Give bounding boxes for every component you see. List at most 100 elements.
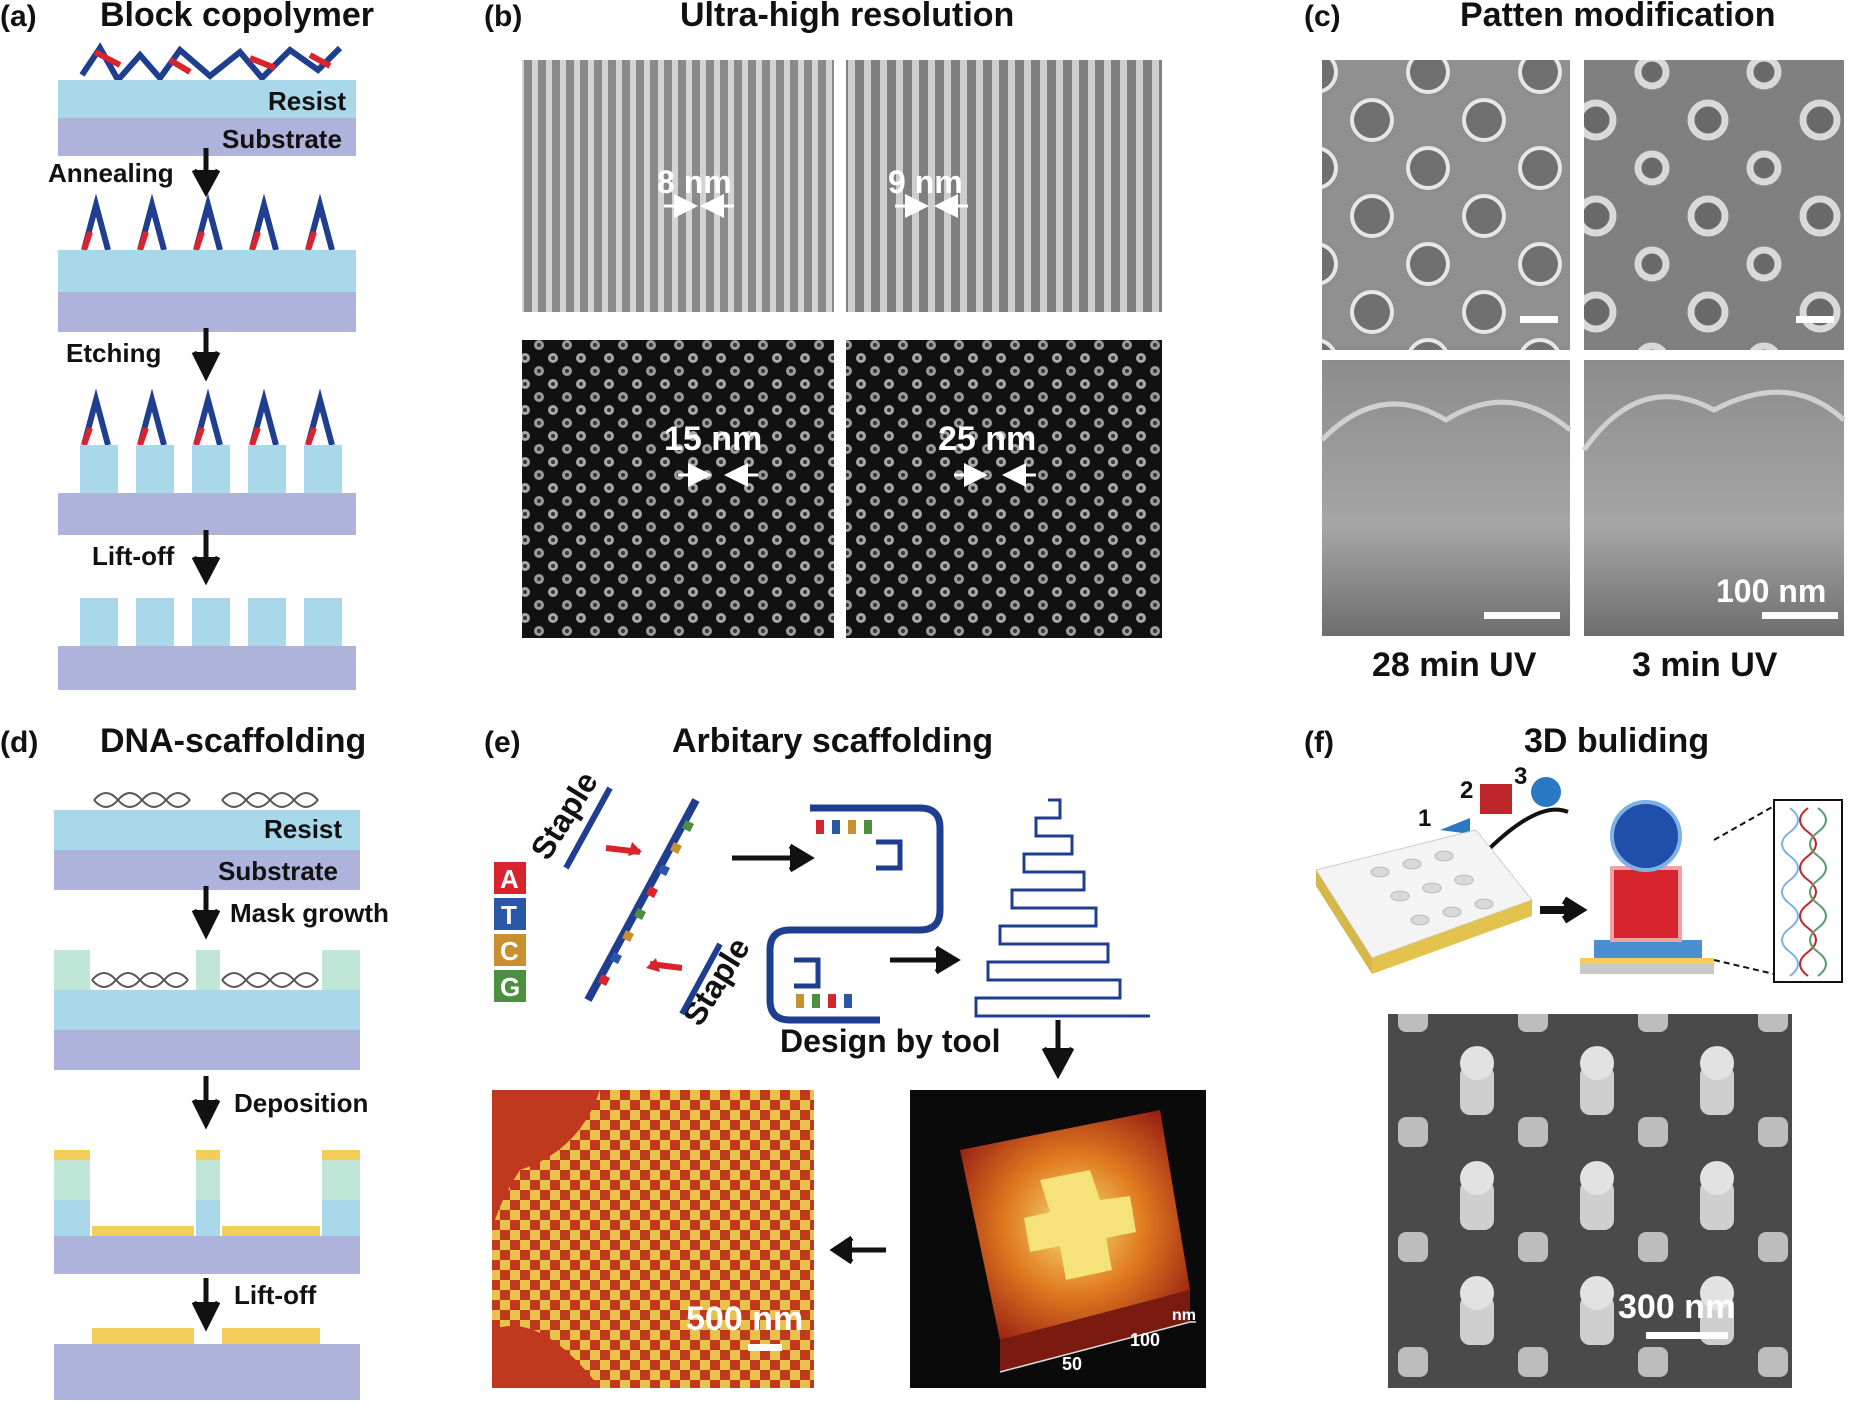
base-t: T <box>501 900 517 930</box>
triangle-design <box>974 798 1150 1018</box>
panel-e: (e) Arbitary scaffolding A T C G Staple … <box>484 722 1206 1388</box>
scale-500nm: 500 nm <box>686 1300 803 1338</box>
resist-layer <box>58 80 356 118</box>
afm-axis-unit: nm <box>1172 1307 1196 1324</box>
resist-layer-2 <box>54 990 360 1030</box>
panel-b-letter: (b) <box>484 0 522 33</box>
assembled-cube <box>1610 866 1682 942</box>
sem-dots-15nm <box>522 340 834 638</box>
panel-d: (d) DNA-scaffolding Resist Substrate Mas… <box>0 722 389 1400</box>
sem-rings-28min <box>1322 60 1570 350</box>
substrate-label: Substrate <box>218 856 338 886</box>
curved-arrow-icon <box>1488 807 1569 850</box>
dna-strands <box>91 972 319 988</box>
step-1: 1 <box>1418 805 1431 832</box>
measure-9nm: 9 nm <box>888 164 963 200</box>
polymer-chains <box>79 42 343 86</box>
base-legend: A T C G <box>494 862 526 1002</box>
triangle-block-icon <box>1440 818 1470 834</box>
resist-label: Resist <box>268 86 346 116</box>
afm-tick-100: 100 <box>1130 1330 1160 1350</box>
deposited-stack <box>54 1150 360 1274</box>
panel-b: (b) Ultra-high resolution 8 nm 9 nm 15 n… <box>484 0 1162 638</box>
step-3: 3 <box>1514 763 1527 790</box>
down-arrow-icon <box>191 328 221 382</box>
sem-cross-section-28min <box>1322 360 1570 636</box>
base-a: A <box>500 864 519 894</box>
step-deposition: Deposition <box>234 1088 368 1118</box>
scaffold-fold <box>766 804 944 1024</box>
panel-e-title: Arbitary scaffolding <box>672 722 993 760</box>
down-arrow-icon <box>1041 1020 1075 1080</box>
dna-strands <box>93 792 319 808</box>
panel-c: (c) Patten modification 100 nm 28 min UV… <box>1304 0 1846 684</box>
scale-bar <box>1796 316 1834 323</box>
etched-chains <box>81 388 335 446</box>
panel-c-letter: (c) <box>1304 0 1341 33</box>
panel-a: (a) Block copolymer Resist Substrate Ann… <box>0 0 374 690</box>
left-arrow-icon <box>829 1235 886 1265</box>
panel-b-title: Ultra-high resolution <box>680 0 1014 34</box>
assembled-sphere <box>1610 800 1682 872</box>
substrate-label: Substrate <box>222 124 342 154</box>
measure-15nm: 15 nm <box>664 420 762 458</box>
substrate-layer-3 <box>58 493 356 535</box>
panel-e-letter: (e) <box>484 726 521 759</box>
right-arrow-icon <box>1540 896 1588 924</box>
assembled-base <box>1580 964 1714 974</box>
step-2: 2 <box>1460 777 1473 804</box>
scaffold-strand <box>563 786 723 1016</box>
panel-d-title: DNA-scaffolding <box>100 722 366 760</box>
sem-lines-8nm <box>522 60 834 312</box>
right-arrow-icon <box>732 843 815 873</box>
substrate-layer-4 <box>58 646 356 690</box>
resist-label: Resist <box>264 814 342 844</box>
substrate-layer-2 <box>54 1030 360 1070</box>
ordered-chains <box>81 193 335 251</box>
panel-f: (f) 3D buliding 1 2 3 300 nm <box>1304 722 1843 1388</box>
base-c: C <box>500 936 519 966</box>
resist-layer-2 <box>58 250 356 292</box>
step-etching: Etching <box>66 338 161 368</box>
measure-25nm: 25 nm <box>938 420 1036 458</box>
mask-blocks <box>54 950 360 990</box>
base-g: G <box>500 972 520 1002</box>
afm-tick-50: 50 <box>1062 1354 1082 1374</box>
step-mask-growth: Mask growth <box>230 898 389 928</box>
scale-100nm: 100 nm <box>1716 573 1826 609</box>
step-lift-off: Lift-off <box>92 541 175 571</box>
down-arrow-icon <box>191 530 221 586</box>
scale-bar <box>1762 612 1838 619</box>
assembled-triangle-layer <box>1594 940 1702 958</box>
scale-bar <box>1646 1332 1728 1339</box>
scale-300nm: 300 nm <box>1618 1288 1735 1326</box>
step-annealing: Annealing <box>48 158 174 188</box>
sem-lines-9nm <box>846 60 1162 312</box>
step-lift-off: Lift-off <box>234 1280 317 1310</box>
metal-pattern <box>92 1328 194 1344</box>
panel-f-letter: (f) <box>1304 726 1334 759</box>
design-by-tool: Design by tool <box>780 1023 1000 1059</box>
substrate-layer-2 <box>58 292 356 332</box>
down-arrow-icon <box>191 1076 221 1130</box>
dna-inset <box>1773 799 1843 983</box>
measure-8nm: 8 nm <box>657 164 732 200</box>
panel-d-letter: (d) <box>0 726 38 759</box>
condition-28min: 28 min UV <box>1372 646 1537 684</box>
panel-c-title: Patten modification <box>1460 0 1775 34</box>
right-arrow-icon <box>890 945 961 975</box>
substrate-layer <box>54 850 360 890</box>
metal-pattern <box>222 1328 320 1344</box>
down-arrow-icon <box>191 886 221 940</box>
final-pattern <box>80 598 342 646</box>
down-arrow-icon <box>191 1278 221 1332</box>
resist-layer <box>54 810 360 850</box>
panel-a-title: Block copolymer <box>100 0 374 34</box>
sem-dots-25nm <box>846 340 1162 638</box>
fold-bases <box>796 820 872 1008</box>
down-arrow-icon <box>191 148 221 198</box>
etched-resist <box>80 445 342 493</box>
panel-a-letter: (a) <box>0 0 37 33</box>
template-substrate <box>1315 829 1533 959</box>
substrate-layer-4 <box>54 1344 360 1400</box>
